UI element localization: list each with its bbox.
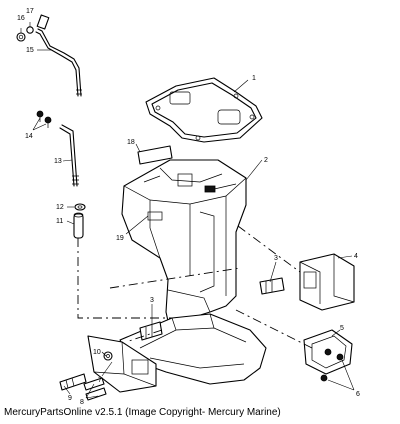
callout-19: 19 — [116, 235, 124, 242]
nut-part-10 — [103, 351, 113, 361]
screw-part-14a — [36, 110, 44, 122]
callout-7: 7 — [98, 377, 102, 384]
clip-part-17 — [26, 26, 34, 34]
callout-1: 1 — [252, 75, 256, 82]
callout-3-lower: 3 — [150, 297, 154, 304]
bushing-part-11 — [73, 212, 84, 239]
callout-11: 11 — [56, 218, 63, 225]
callout-3-upper: 3 — [274, 255, 278, 262]
callout-6: 6 — [356, 391, 360, 398]
callout-13: 13 — [54, 158, 62, 165]
callout-2: 2 — [264, 157, 268, 164]
exploded-parts-diagram: 1 2 3 3 4 5 6 7 8 9 10 11 12 13 14 15 16… — [16, 8, 360, 406]
nut-part-16 — [16, 32, 26, 42]
screw-part-8b — [85, 387, 107, 401]
callout-14: 14 — [25, 133, 33, 140]
rod-part-13 — [59, 124, 79, 187]
callout-4: 4 — [354, 253, 358, 260]
screw-part-14b — [44, 116, 52, 128]
screw-part-6b — [320, 374, 328, 382]
callout-5: 5 — [340, 325, 344, 332]
driveshaft-housing-part-19 — [121, 159, 247, 331]
callout-16: 16 — [17, 15, 25, 22]
stud-part-3-lower — [139, 321, 163, 341]
callout-17: 17 — [26, 8, 34, 15]
image-caption: MercuryPartsOnline v2.5.1 (Image Copyrig… — [4, 407, 281, 418]
callout-8: 8 — [80, 399, 84, 406]
exhaust-plate-part-2 — [204, 185, 216, 193]
cover-part-5 — [303, 329, 353, 375]
callout-9: 9 — [68, 395, 72, 402]
gasket-part-1 — [145, 77, 263, 143]
side-bracket-part-7 — [87, 335, 157, 393]
callout-10: 10 — [93, 349, 101, 356]
bolt-part-9 — [59, 373, 87, 391]
screw-part-6a — [336, 353, 344, 361]
callout-15: 15 — [26, 47, 34, 54]
alignment-lines — [77, 225, 313, 349]
decal-part-18 — [137, 145, 173, 165]
stud-part-3-upper — [259, 277, 285, 295]
leader-lines — [20, 22, 355, 399]
callout-12: 12 — [56, 204, 64, 211]
callout-18: 18 — [127, 139, 135, 146]
washer-part-12 — [74, 203, 86, 211]
mount-bracket-part-4 — [299, 253, 355, 311]
shift-rod-part-15 — [35, 14, 82, 97]
